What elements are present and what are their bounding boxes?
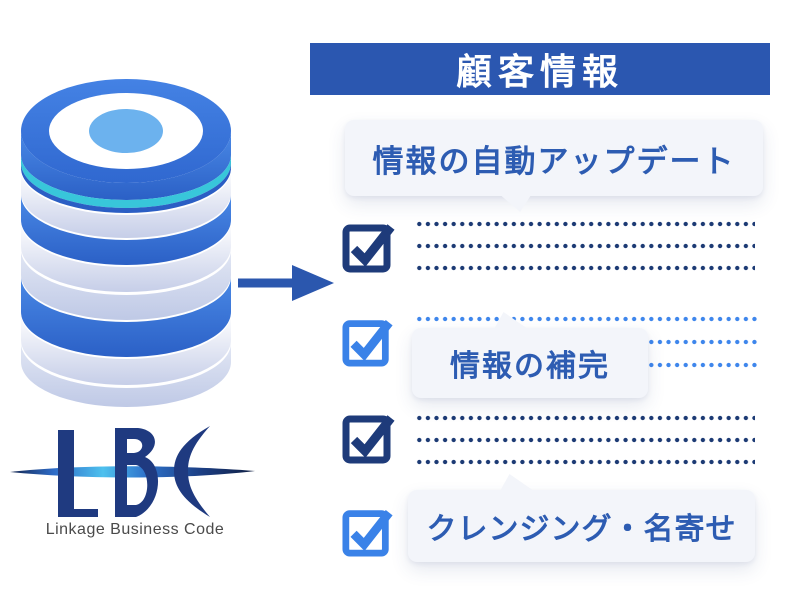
callout-cleansing-label: クレンジング・名寄せ [426, 513, 737, 546]
flow-arrow-icon [238, 265, 334, 301]
dotted-line [415, 459, 755, 465]
header-title: 顧客情報 [455, 51, 624, 92]
database-cylinder-icon [21, 79, 231, 407]
callout-auto-update-label: 情報の自動アップデート [372, 143, 736, 179]
lbc-logo-mark [10, 426, 255, 517]
callout-completion-label: 情報の補完 [450, 350, 610, 383]
checkbox-checked-icon [342, 319, 393, 367]
dotted-line [415, 243, 755, 249]
callout-tail-down [500, 195, 531, 212]
lbc-logo: Linkage Business Code [10, 418, 260, 539]
checkbox-checked-icon [342, 509, 393, 557]
dotted-line [415, 437, 755, 443]
dotted-line [415, 265, 755, 271]
dotted-line [415, 221, 755, 227]
dotted-line [415, 415, 755, 421]
checkbox-checked-icon [342, 415, 395, 464]
callout-completion: 情報の補完 [412, 312, 648, 398]
logo-caption: Linkage Business Code [45, 521, 225, 538]
callout-auto-update: 情報の自動アップデート [345, 120, 763, 212]
callout-cleansing: クレンジング・名寄せ [408, 474, 755, 562]
callout-tail-up [500, 474, 534, 491]
header-bar: 顧客情報 [310, 43, 770, 95]
checkbox-checked-icon [342, 224, 395, 273]
dotted-line [415, 316, 760, 322]
